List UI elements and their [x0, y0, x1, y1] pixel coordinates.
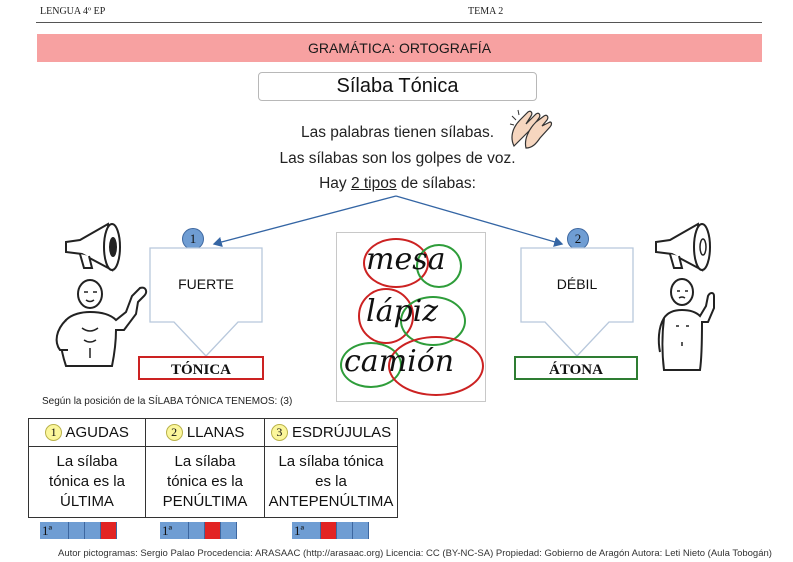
example-word-lapiz: lápiz: [366, 294, 439, 329]
syllable-ring-sa: [416, 244, 462, 288]
two-types-underlined: 2 tipos: [350, 175, 397, 192]
example-word-mesa: mesa: [366, 242, 446, 277]
intro-line-2: Las sílabas son los golpes de voz.: [279, 150, 516, 167]
header-divider: [36, 22, 762, 23]
megaphone-icon: [65, 222, 121, 272]
syllable-ring-mion: [388, 336, 484, 396]
weak-man-icon: [657, 278, 715, 371]
syllable-strip-agudas: 1ª: [40, 522, 117, 539]
unit-label: TEMA 2: [468, 6, 504, 17]
section-banner: GRAMÁTICA: ORTOGRAFÍA: [37, 34, 762, 62]
subject-label: LENGUA 4º EP: [40, 6, 106, 17]
intro-line-3: Hay 2 tipos de sílabas:: [319, 175, 476, 192]
credits-footer: Autor pictogramas: Sergio Palao Proceden…: [58, 548, 772, 559]
weak-arrow-shape: [520, 247, 634, 357]
tonica-box: TÓNICA: [138, 356, 264, 380]
strong-arrow-shape: [149, 247, 263, 357]
type-header-esdrujulas: 3 ESDRÚJULAS: [264, 418, 398, 447]
type-header-agudas: 1 AGUDAS: [28, 418, 146, 447]
page-title: Sílaba Tónica: [258, 72, 537, 101]
example-word-camion: camión: [344, 344, 455, 379]
weak-label: DÉBIL: [556, 276, 598, 292]
examples-box: [336, 232, 486, 402]
type-header-llanas: 2 LLANAS: [145, 418, 265, 447]
position-note: Según la posición de la SÍLABA TÓNICA TE…: [42, 396, 293, 407]
stress-types-table: 1 AGUDAS 2 LLANAS 3 ESDRÚJULAS La sílaba…: [28, 418, 398, 518]
megaphone-icon-right: [655, 222, 711, 272]
syllable-strip-esdrujulas: 1ª: [292, 522, 369, 539]
atona-box: ÁTONA: [514, 356, 638, 380]
intro-line-1: Las palabras tienen sílabas.: [300, 124, 495, 141]
syllable-strip-llanas: 1ª: [160, 522, 237, 539]
strong-man-icon: [55, 279, 148, 367]
clapping-hands-icon: [509, 109, 553, 149]
strong-label: FUERTE: [178, 276, 234, 292]
branch-arrows: [212, 195, 564, 248]
